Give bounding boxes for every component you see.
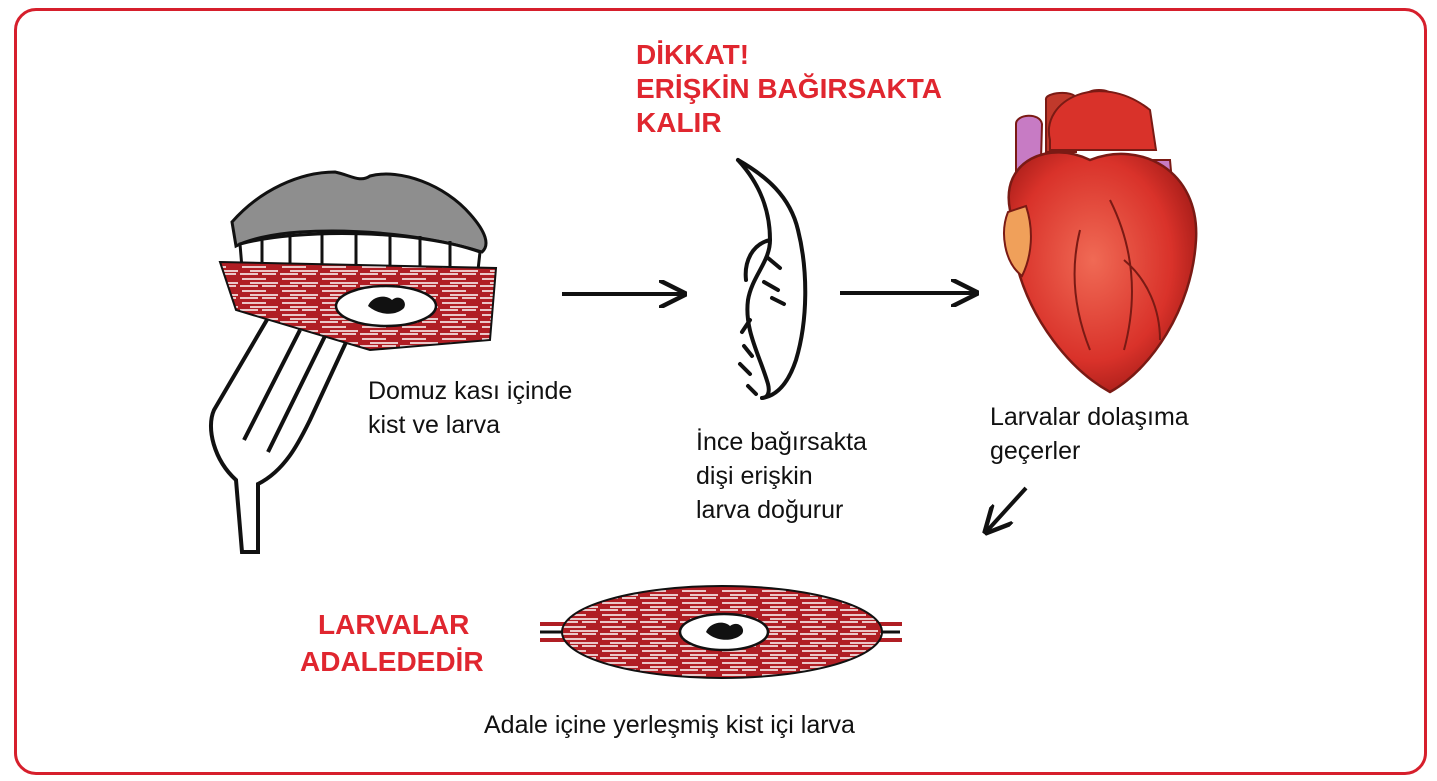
stage-intestine-line-3: larva doğurur <box>696 496 844 524</box>
mouth-icon <box>230 170 488 272</box>
stage-pork-line-2: kist ve larva <box>368 411 500 439</box>
adult-worm-icon <box>736 158 808 400</box>
warning-line-3: KALIR <box>636 107 722 138</box>
fork-icon <box>209 316 350 554</box>
warning-line-2: ERİŞKİN BAĞIRSAKTA <box>636 73 942 104</box>
muscle-caption: Adale içine yerleşmiş kist içi larva <box>484 711 855 739</box>
diagram-frame <box>14 8 1427 775</box>
muscle-cyst-icon <box>218 260 498 352</box>
stage-pork-line-1: Domuz kası içinde <box>368 377 573 405</box>
stage-intestine-line-1: İnce bağırsakta <box>696 428 867 456</box>
warning-line-1: DİKKAT! <box>636 39 750 70</box>
muscle-cyst-icon <box>540 585 902 679</box>
muscle-note-line-1: LARVALAR <box>318 609 470 640</box>
stage-circulation-line-2: geçerler <box>990 437 1081 465</box>
arrow-icon <box>986 486 1028 532</box>
heart-icon <box>1003 89 1198 394</box>
muscle-note-line-2: ADALEDEDİR <box>300 646 484 677</box>
stage-circulation-line-1: Larvalar dolaşıma <box>990 403 1189 431</box>
stage-intestine-line-2: dişi erişkin <box>696 462 813 490</box>
